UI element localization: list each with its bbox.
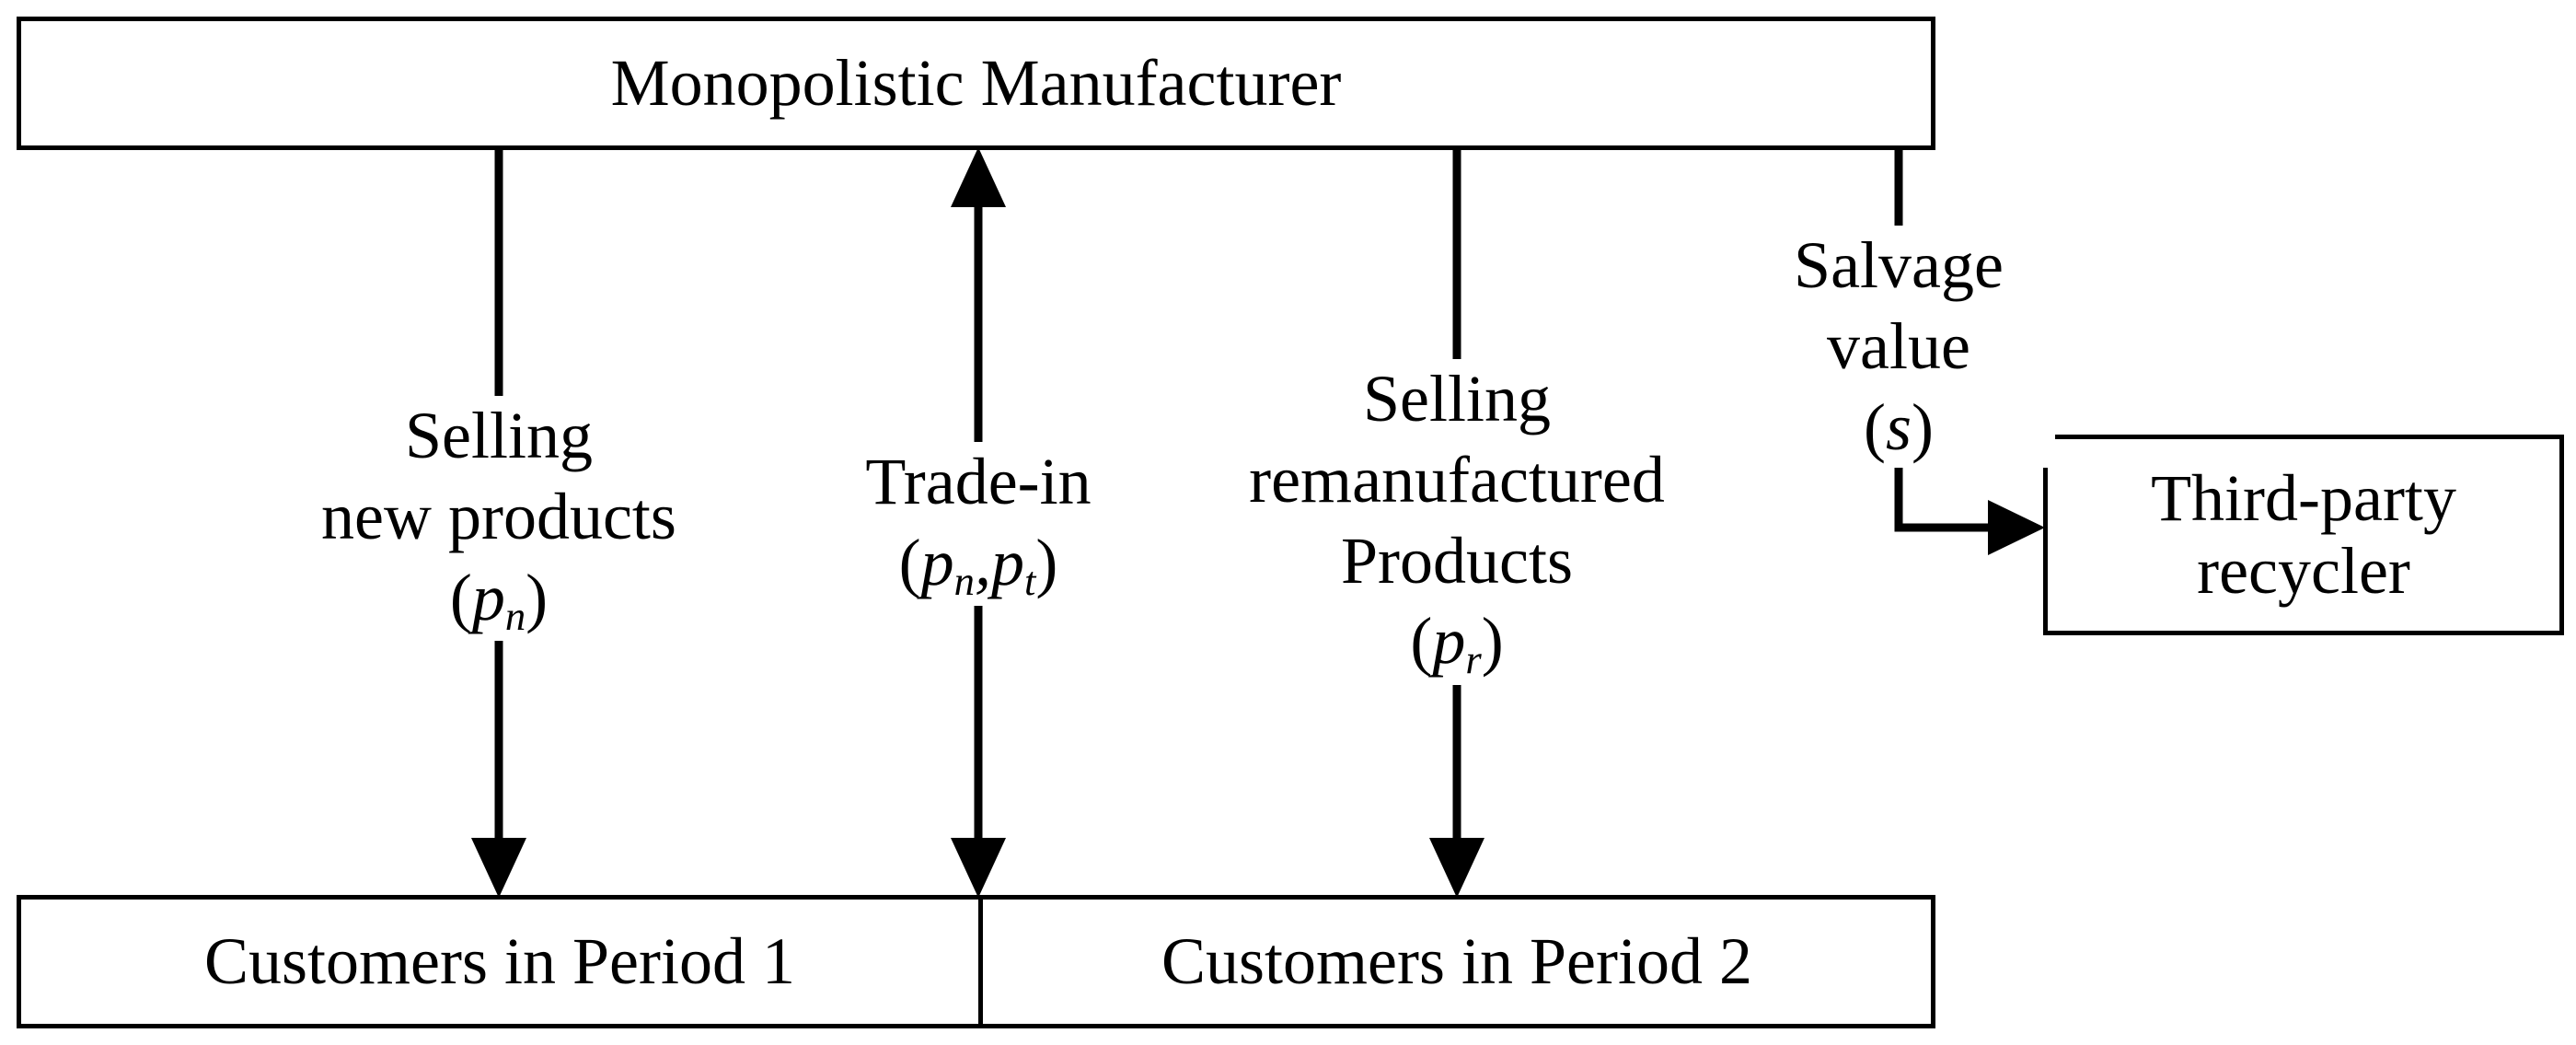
customers-period-1-label: Customers in Period 1 [204,923,795,998]
selling-new-line-2: new products [321,479,676,553]
recycler-label-line-1: Third-party [2151,460,2456,535]
manufacturer-label: Monopolistic Manufacturer [610,45,1342,120]
arrowhead-selling-new-products [471,838,526,898]
selling-reman-line-2: remanufactured [1249,442,1665,517]
selling-new-line-1: Selling [404,399,593,472]
selling-reman-line-1: Selling [1362,362,1551,435]
customers-period-1-box: Customers in Period 1 [17,895,983,1028]
arrowhead-selling-remanufactured [1429,838,1484,898]
salvage-line-2: value [1827,308,1970,383]
customers-period-2-box: Customers in Period 2 [978,895,1935,1028]
arrowhead-trade-in-up [951,147,1006,207]
recycler-box: Third-party recycler [2043,435,2564,635]
selling-new-price: (pn) [449,560,549,639]
arrowhead-salvage-value [1988,500,2045,555]
trade-in-prices: (pn,pt) [898,525,1058,604]
trade-in-line-1: Trade-in [865,445,1092,518]
selling-remanufactured-label: Selling remanufactured Products (pr) [1236,359,1678,686]
customers-period-2-label: Customers in Period 2 [1161,923,1752,998]
salvage-line-1: Salvage [1794,228,2004,302]
selling-reman-line-3: Products [1341,523,1573,598]
trade-in-label: Trade-in (pn,pt) [813,442,1144,607]
selling-new-products-label: Selling new products (pn) [269,396,729,642]
salvage-symbol: (s) [1864,389,1934,464]
selling-reman-price: (pr) [1410,604,1504,683]
arrowhead-trade-in-down [951,838,1006,898]
recycler-label-line-2: recycler [2197,534,2410,608]
salvage-value-label: Salvage value (s) [1742,226,2055,469]
manufacturer-box: Monopolistic Manufacturer [17,17,1935,150]
